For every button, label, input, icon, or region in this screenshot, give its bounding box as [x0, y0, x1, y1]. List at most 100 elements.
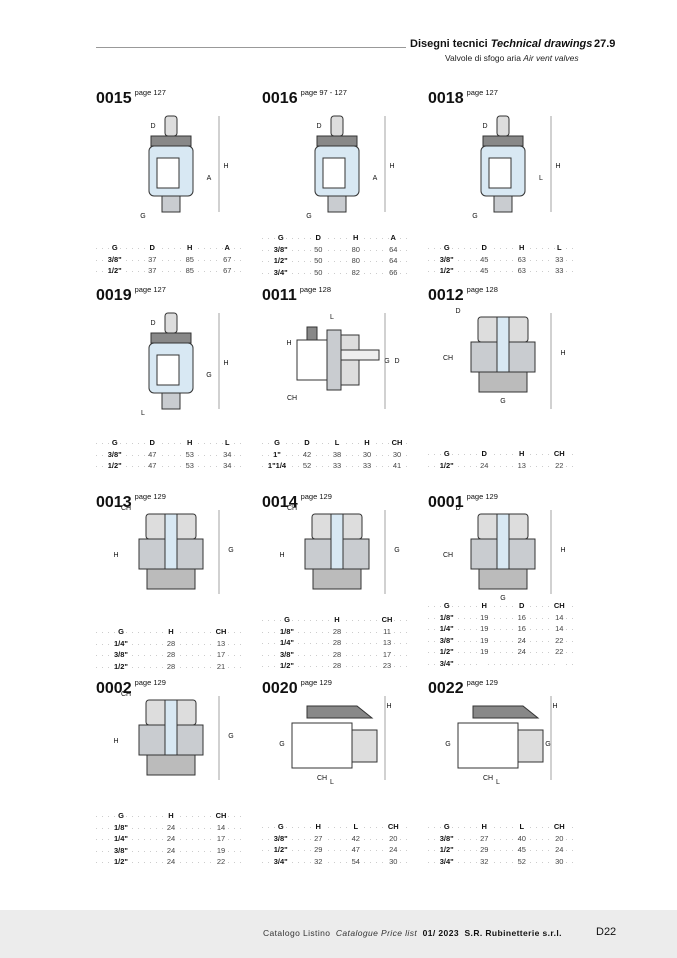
table-cell: 1/8" [428, 612, 466, 624]
cell-text: 30 [390, 449, 404, 459]
cell-text: 11 [381, 626, 393, 636]
cell-text: G [116, 811, 126, 820]
page-ref[interactable]: page 129 [300, 678, 332, 687]
table-cell: 52 [503, 856, 541, 868]
cell-text: G [441, 822, 452, 831]
page-ref[interactable]: page 128 [299, 285, 332, 294]
page-ref[interactable]: page 129 [300, 492, 332, 501]
cell-text: 1/4" [112, 638, 130, 648]
cell-text: 38 [330, 449, 344, 459]
table-cell: 41 [382, 460, 412, 472]
dimension-label: H [223, 163, 228, 170]
table-cell: 24 [541, 844, 579, 856]
cell-text: 67 [221, 254, 234, 264]
page-ref[interactable]: page 128 [466, 285, 498, 294]
table-cell: 82 [337, 267, 375, 279]
dimension-label: CH [443, 552, 453, 559]
cell-text: CH [389, 438, 405, 447]
cell-text: 52 [300, 461, 314, 470]
cell-text: 19 [478, 612, 491, 622]
cell-text: 19 [478, 647, 491, 656]
cell-text: D [517, 601, 527, 610]
cell-text: 16 [515, 612, 528, 622]
table-cell: H [337, 232, 375, 244]
page-ref[interactable]: page 129 [466, 678, 498, 687]
cell-text: H [166, 811, 176, 820]
table-cell: H [171, 242, 209, 254]
cell-text: 3/8" [105, 254, 124, 264]
section-number: 27.9 [594, 38, 616, 50]
table-cell: D [292, 437, 322, 449]
table-cell: 38 [322, 449, 352, 461]
table-cell: 19 [196, 845, 246, 857]
dimension-label: G [206, 372, 211, 379]
cell-text: 1/2" [271, 845, 290, 854]
page-ref[interactable]: page 129 [466, 492, 498, 501]
table-cell: 3/8" [262, 244, 300, 256]
table-cell: 30 [382, 449, 412, 461]
table-cell: L [541, 242, 579, 254]
cell-text: 24 [164, 822, 178, 832]
page-ref[interactable]: page 129 [134, 678, 166, 687]
table-cell: 64 [375, 244, 413, 256]
dimension-label: G [279, 741, 284, 748]
cell-text: 13 [515, 460, 528, 470]
table-cell: 28 [146, 649, 196, 661]
cell-text: 17 [214, 650, 228, 659]
table-cell: 1/8" [262, 626, 312, 638]
cell-text: 34 [221, 461, 234, 470]
table-cell: 3/4" [262, 267, 300, 279]
cell-text: 1/2" [105, 461, 124, 470]
table-cell: H [466, 821, 504, 833]
cell-text: 28 [330, 626, 344, 636]
cell-text: 13 [214, 638, 228, 648]
page-ref[interactable]: page 127 [134, 88, 166, 97]
footer-company: S.R. Rubinetterie s.r.l. [464, 928, 562, 938]
table-cell: D [466, 448, 504, 460]
cell-text: G [275, 822, 286, 831]
table-cell [466, 658, 504, 670]
page-ref[interactable]: page 129 [134, 492, 166, 501]
table-cell: 1/2" [428, 460, 466, 472]
table-cell: 34 [209, 449, 247, 461]
table-cell: 30 [541, 856, 579, 868]
page-ref[interactable]: page 97 - 127 [300, 88, 347, 97]
dimension-label: L [539, 175, 543, 182]
dimension-label: H [386, 703, 391, 710]
cell-text: H [185, 243, 195, 252]
table-cell: 1/8" [96, 822, 146, 834]
cell-text: 53 [183, 449, 196, 459]
table-cell: 80 [337, 244, 375, 256]
table-cell: 28 [146, 661, 196, 673]
page-ref[interactable]: page 127 [134, 285, 166, 294]
table-cell: 17 [196, 833, 246, 845]
table-cell: CH [196, 810, 246, 822]
cell-text: G [282, 615, 292, 624]
table-cell: 47 [337, 844, 375, 856]
table-cell: 24 [503, 646, 541, 658]
dimension-label: L [330, 314, 334, 321]
cell-text: 22 [553, 647, 566, 656]
table-cell: G [262, 437, 292, 449]
page-ref[interactable]: page 127 [466, 88, 498, 97]
table-cell: 33 [322, 460, 352, 472]
cell-text: 17 [380, 649, 394, 659]
